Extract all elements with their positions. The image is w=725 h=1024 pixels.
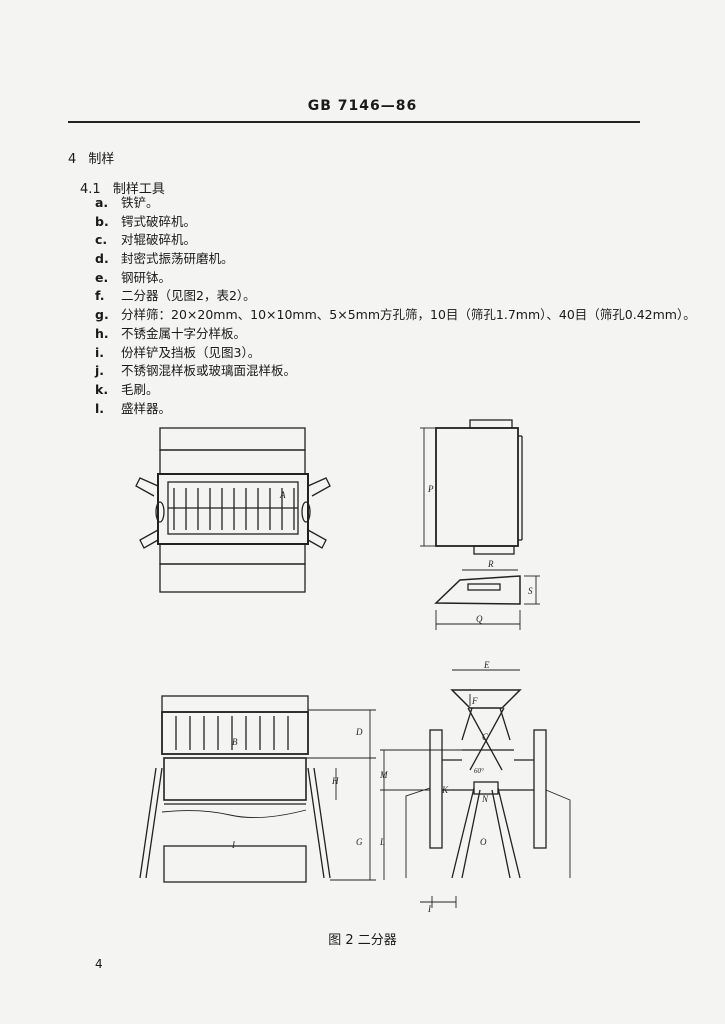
list-marker: c. [95,232,108,248]
tool-list: a. 铁铲。 b. 锷式破碎机。 c. 对辊破碎机。 d. 封密式振荡研磨机。 e. 钢研… [95,194,696,418]
header-rule [68,121,640,123]
label-m: M [379,770,388,780]
list-item: l. 盛样器。 [95,400,696,419]
label-angle: 60° [474,767,484,775]
list-marker: e. [95,269,109,285]
list-text: 锷式破碎机。 [121,213,197,229]
label-r: R [487,559,494,569]
label-s: S [528,586,533,596]
side-view-drawing [420,419,523,555]
list-item: d. 封密式振荡研磨机。 [95,250,696,269]
list-text: 毛刷。 [121,381,159,397]
list-text: 铁铲。 [121,195,159,210]
label-l: L [379,837,385,847]
list-item: i. 份样铲及挡板（见图3）。 [95,344,696,363]
list-text: 不锈钢混样板或玻璃面混样板。 [121,363,297,379]
label-p: P [427,484,434,494]
list-marker: h. [95,325,109,341]
end-view-drawing [380,669,571,908]
list-marker: d. [95,251,109,267]
list-marker: b. [95,213,109,229]
list-text: 二分器（见图2，表2）。 [121,288,256,304]
label-h: H [331,776,339,786]
list-marker: i. [95,344,105,360]
subsection-heading: 4.1 制样工具 [80,178,173,197]
list-text: 份样铲及挡板（见图3）。 [121,344,261,360]
list-item: a. 铁铲。 [95,194,696,213]
section-heading: 4 制样 [68,148,122,167]
list-marker: g. [95,307,109,323]
list-text: 对辊破碎机。 [121,232,197,248]
figure-caption: 图 2 二分器 [328,933,397,948]
label-q: Q [476,614,483,624]
label-e: E [483,660,490,670]
list-text: 盛样器。 [121,400,172,416]
front-view-drawing [139,695,376,883]
list-text: 钢研钵。 [121,269,172,285]
plan-view-drawing [135,427,331,593]
subsection-number: 4.1 [80,182,101,197]
list-item: c. 对辊破碎机。 [95,231,696,250]
list-marker: l. [95,400,105,416]
list-item: h. 不锈金属十字分样板。 [95,325,696,344]
list-marker: k. [95,381,109,397]
list-item: e. 钢研钵。 [95,269,696,288]
list-item: g. 分样筛：20×20mm、10×10mm、5×5mm方孔筛，10目（筛孔1.7… [95,306,696,325]
label-c: C [482,732,489,742]
label-i-front: I [231,840,236,850]
list-item: b. 锷式破碎机。 [95,213,696,232]
document-header: GB 7146—86 [307,98,418,114]
label-d: D [355,727,363,737]
subsection-title: 制样工具 [112,182,165,197]
list-marker: f. [95,288,105,304]
label-g: G [356,837,363,847]
label-o: O [480,837,487,847]
label-f: F [471,696,478,706]
list-text: 分样筛：20×20mm、10×10mm、5×5mm方孔筛，10目（筛孔1.7mm… [121,307,696,323]
page-number: 4 [95,957,103,971]
scoop-drawing [434,569,540,630]
list-item: k. 毛刷。 [95,381,696,400]
label-i-end: I [427,904,432,914]
list-marker: a. [95,195,109,210]
label-a: A [279,490,286,500]
figure-labels: A P R S Q B D H G I E F C 60° M L K N O … [231,484,533,914]
list-text: 封密式振荡研磨机。 [121,251,234,267]
section-title: 制样 [88,152,115,167]
list-item: f. 二分器（见图2，表2）。 [95,287,696,306]
list-text: 不锈金属十字分样板。 [121,325,247,341]
section-number: 4 [68,152,77,167]
label-n: N [481,794,489,804]
list-marker: j. [95,363,105,379]
label-k: K [441,785,449,795]
label-b: B [232,737,238,747]
list-item: j. 不锈钢混样板或玻璃面混样板。 [95,362,696,381]
